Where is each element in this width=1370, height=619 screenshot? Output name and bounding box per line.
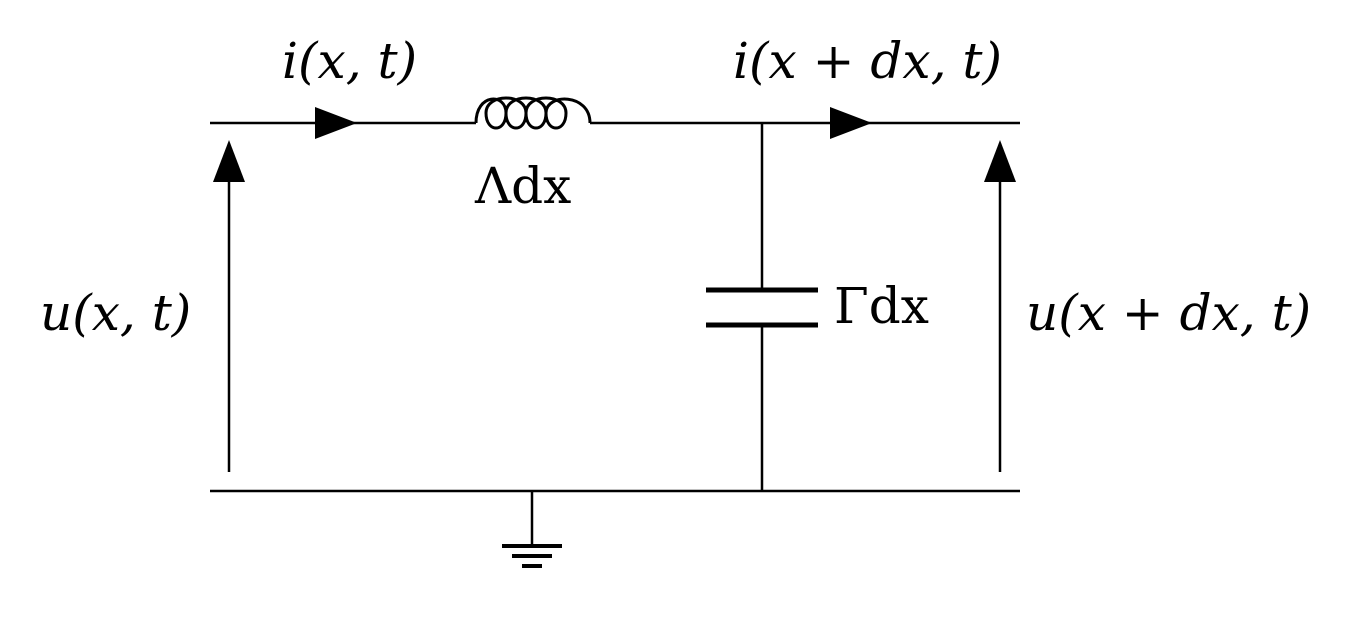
- voltage-in-label: u(x, t): [40, 284, 191, 342]
- inductance-label: Λdx: [474, 157, 571, 215]
- current-in-label: i(x, t): [282, 32, 417, 90]
- inductor-coil-icon: [474, 96, 592, 130]
- capacitor-icon: [706, 287, 818, 328]
- current-out-arrowhead: [830, 107, 872, 139]
- current-out-label: i(x + dx, t): [733, 32, 1002, 90]
- voltage-out-label: u(x + dx, t): [1026, 284, 1311, 342]
- voltage-out-arrow-icon: [984, 140, 1016, 472]
- capacitance-label: Γdx: [834, 277, 929, 335]
- current-in-arrowhead: [315, 107, 357, 139]
- voltage-in-arrow-icon: [213, 140, 245, 472]
- ground-icon: [502, 491, 562, 568]
